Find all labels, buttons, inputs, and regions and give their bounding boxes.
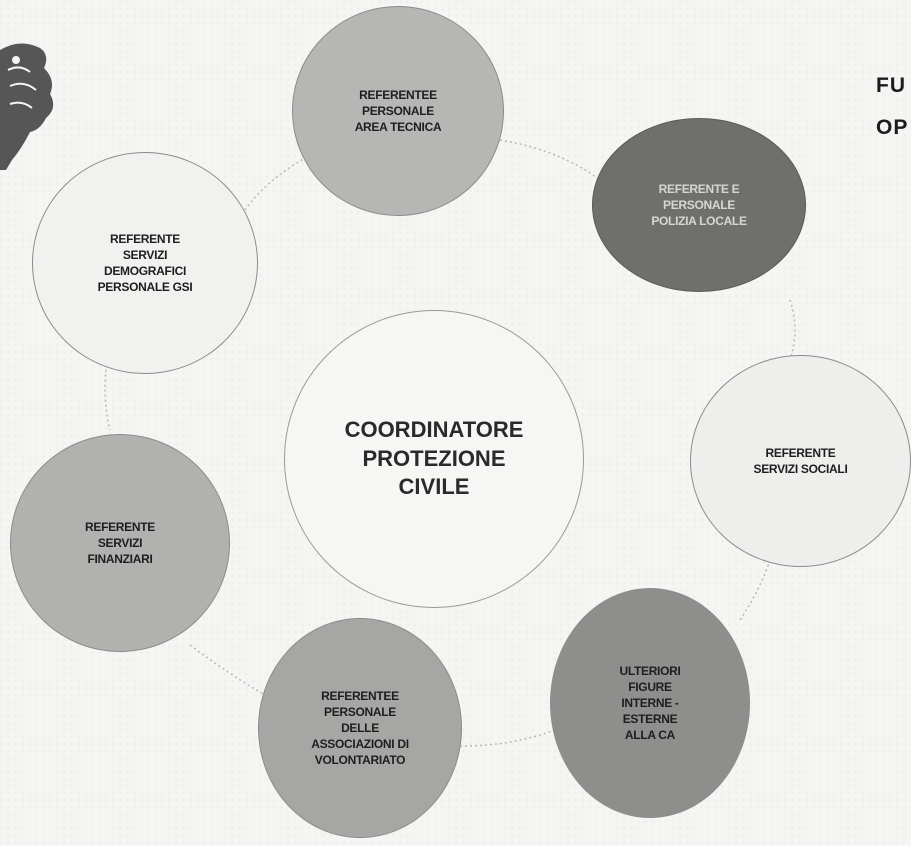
node-coordinatore: COORDINATORE PROTEZIONE CIVILE <box>284 310 584 608</box>
node-ulteriori-figure: ULTERIORI FIGURE INTERNE - ESTERNE ALLA … <box>550 588 750 818</box>
node-area-tecnica: REFERENTEE PERSONALE AREA TECNICA <box>292 6 504 216</box>
node-servizi-finanziari-label: REFERENTE SERVIZI FINANZIARI <box>85 519 155 567</box>
node-associazioni-label: REFERENTEE PERSONALE DELLE ASSOCIAZIONI … <box>311 688 409 768</box>
coat-of-arms-icon <box>0 20 58 170</box>
connector-line <box>499 139 601 181</box>
connector-line <box>739 559 771 621</box>
node-servizi-finanziari: REFERENTE SERVIZI FINANZIARI <box>10 434 230 652</box>
node-coordinatore-label: COORDINATORE PROTEZIONE CIVILE <box>344 417 524 500</box>
node-servizi-sociali: REFERENTE SERVIZI SOCIALI <box>690 355 911 567</box>
connector-line <box>189 644 266 696</box>
connector-line <box>789 299 796 361</box>
node-servizi-sociali-label: REFERENTE SERVIZI SOCIALI <box>753 445 848 476</box>
page-title-line-1: FU <box>876 74 906 97</box>
node-polizia-locale: REFERENTE E PERSONALE POLIZIA LOCALE <box>592 118 806 292</box>
node-servizi-demografici-label: REFERENTE SERVIZI DEMOGRAFICI PERSONALE … <box>97 231 193 295</box>
node-area-tecnica-label: REFERENTEE PERSONALE AREA TECNICA <box>354 87 442 135</box>
node-servizi-demografici: REFERENTE SERVIZI DEMOGRAFICI PERSONALE … <box>32 152 258 374</box>
node-ulteriori-figure-label: ULTERIORI FIGURE INTERNE - ESTERNE ALLA … <box>619 663 681 743</box>
node-associazioni: REFERENTEE PERSONALE DELLE ASSOCIAZIONI … <box>258 618 462 838</box>
node-polizia-locale-label: REFERENTE E PERSONALE POLIZIA LOCALE <box>651 181 747 229</box>
page-title-line-2: OP <box>876 116 909 139</box>
